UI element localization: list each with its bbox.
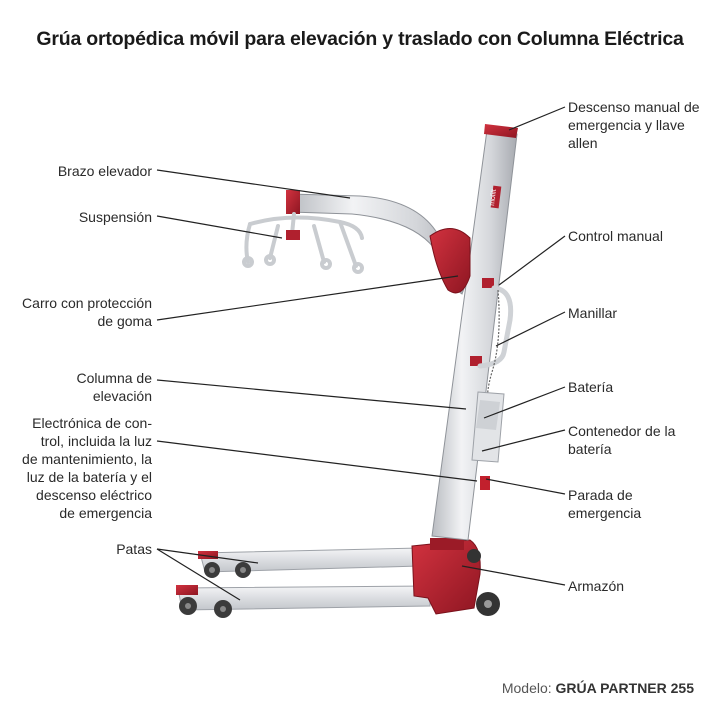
battery-box bbox=[471, 391, 505, 463]
label-descenso-manual: Descenso manual de emergencia y llave al… bbox=[568, 99, 700, 151]
emergency-stop-button bbox=[480, 476, 490, 490]
lifting-column: molift bbox=[431, 124, 518, 541]
label-control-manual: Control manual bbox=[568, 228, 663, 244]
handlebar bbox=[477, 285, 514, 369]
spreader-bar bbox=[242, 212, 364, 274]
lifting-arm bbox=[286, 190, 471, 295]
label-brazo-elevador: Brazo elevador bbox=[57, 163, 152, 179]
model-name: GRÚA PARTNER 255 bbox=[555, 680, 694, 696]
leader-lines bbox=[156, 106, 566, 601]
label-manillar: Manillar bbox=[568, 305, 618, 321]
label-patas: Patas bbox=[116, 541, 152, 557]
diagram-title: Grúa ortopédica móvil para elevación y t… bbox=[36, 28, 684, 50]
model-prefix: Modelo: bbox=[501, 680, 552, 696]
label-electronica: Electrónica de con- trol, incluida la lu… bbox=[22, 415, 152, 521]
model-caption: Modelo: GRÚA PARTNER 255 bbox=[502, 680, 694, 696]
label-parada-emergencia: Parada de emergencia bbox=[568, 487, 642, 521]
svg-text:molift: molift bbox=[489, 189, 498, 207]
label-suspension: Suspensión bbox=[78, 209, 152, 225]
front-leg bbox=[176, 585, 431, 618]
label-carro: Carro con protección de goma bbox=[22, 295, 152, 329]
label-bateria: Batería bbox=[568, 379, 614, 395]
label-contenedor-bateria: Contenedor de la batería bbox=[568, 423, 676, 457]
back-leg bbox=[198, 547, 421, 578]
label-armazon: Armazón bbox=[568, 578, 625, 594]
label-columna: Columna de elevación bbox=[76, 370, 153, 404]
chassis-base bbox=[411, 538, 500, 616]
